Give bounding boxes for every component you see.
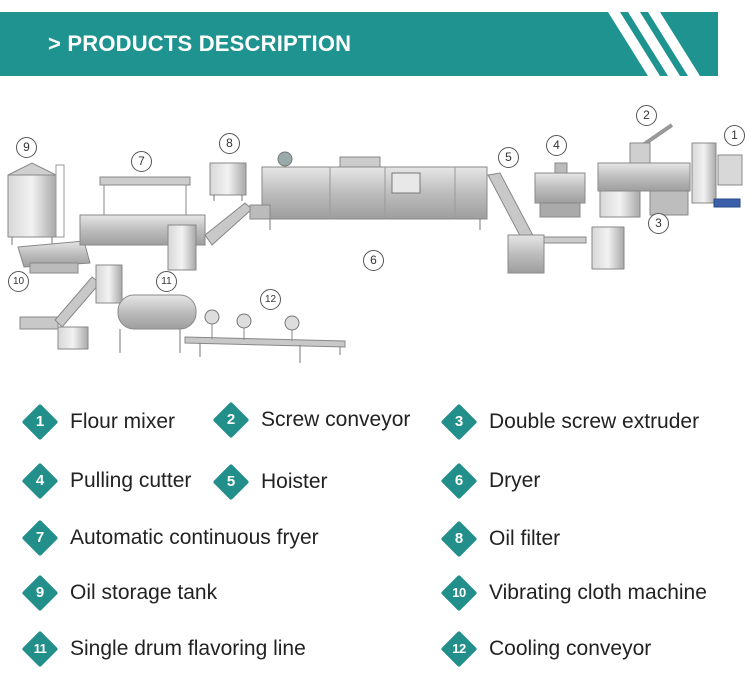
legend-item-5: 5 Hoister <box>213 462 328 502</box>
number-diamond-icon: 3 <box>441 404 477 440</box>
callout-1: 1 <box>724 125 745 146</box>
number-diamond-icon: 8 <box>441 521 477 557</box>
legend-label: Screw conveyor <box>261 408 411 431</box>
legend-item-8: 8 Oil filter <box>441 519 560 559</box>
number-diamond-icon: 10 <box>441 575 477 611</box>
number-diamond-icon: 2 <box>213 402 249 438</box>
oil-storage-tank-drawing <box>7 162 65 245</box>
legend-item-10: 10 Vibrating cloth machine <box>441 573 707 613</box>
number-diamond-icon: 9 <box>22 575 58 611</box>
machines-drawing <box>7 123 743 363</box>
banner-stripes-decoration <box>608 12 700 76</box>
callout-8: 8 <box>219 133 240 154</box>
dryer-drawing <box>249 151 488 230</box>
vibrating-cloth-machine-drawing <box>17 240 91 274</box>
legend-label: Automatic continuous fryer <box>70 526 319 549</box>
callout-6: 6 <box>363 250 384 271</box>
section-banner: > PRODUCTS DESCRIPTION <box>0 12 718 76</box>
callout-12: 12 <box>260 289 281 310</box>
cooling-conveyor-drawing <box>184 309 346 363</box>
legend-label: Oil storage tank <box>70 581 218 604</box>
callout-7: 7 <box>131 151 152 172</box>
legend-item-3: 3 Double screw extruder <box>441 402 699 442</box>
legend-label: Pulling cutter <box>70 469 192 492</box>
legend-item-12: 12 Cooling conveyor <box>441 629 651 669</box>
automatic-continuous-fryer-drawing <box>79 176 253 271</box>
legend-label: Dryer <box>489 469 541 492</box>
legend-item-7: 7 Automatic continuous fryer <box>22 518 319 558</box>
number-diamond-icon: 11 <box>22 631 58 667</box>
legend-label: Single drum flavoring line <box>70 637 306 660</box>
callout-5: 5 <box>498 147 519 168</box>
cutter-unit-drawing <box>507 226 625 274</box>
legend-item-4: 4 Pulling cutter <box>22 461 192 501</box>
callout-10: 10 <box>8 271 29 292</box>
legend-label: Double screw extruder <box>489 410 700 433</box>
number-diamond-icon: 12 <box>441 631 477 667</box>
extruder-drawing <box>597 123 691 218</box>
pulling-cutter-drawing <box>534 162 586 218</box>
callout-4: 4 <box>546 135 567 156</box>
flavoring-line-drawing <box>19 264 197 353</box>
legend-item-6: 6 Dryer <box>441 461 541 501</box>
legend-label: Cooling conveyor <box>489 637 652 660</box>
callout-2: 2 <box>636 105 657 126</box>
legend-label: Oil filter <box>489 527 561 550</box>
legend-item-2: 2 Screw conveyor <box>213 400 411 440</box>
callout-11: 11 <box>156 271 177 292</box>
production-line-illustration: 1 2 3 4 5 6 7 8 9 10 11 12 <box>0 95 750 385</box>
number-diamond-icon: 1 <box>22 404 58 440</box>
legend-item-1: 1 Flour mixer <box>22 402 175 442</box>
legend-label: Flour mixer <box>70 410 176 433</box>
section-title: > PRODUCTS DESCRIPTION <box>48 31 352 56</box>
oil-filter-drawing <box>209 162 247 201</box>
callout-9: 9 <box>16 137 37 158</box>
number-diamond-icon: 4 <box>22 463 58 499</box>
flour-mixer-drawing <box>691 142 743 208</box>
number-diamond-icon: 7 <box>22 520 58 556</box>
legend-label: Vibrating cloth machine <box>489 581 707 604</box>
legend-label: Hoister <box>261 470 328 493</box>
legend-item-9: 9 Oil storage tank <box>22 573 217 613</box>
number-diamond-icon: 5 <box>213 464 249 500</box>
legend-item-11: 11 Single drum flavoring line <box>22 629 306 669</box>
number-diamond-icon: 6 <box>441 463 477 499</box>
callout-3: 3 <box>648 213 669 234</box>
